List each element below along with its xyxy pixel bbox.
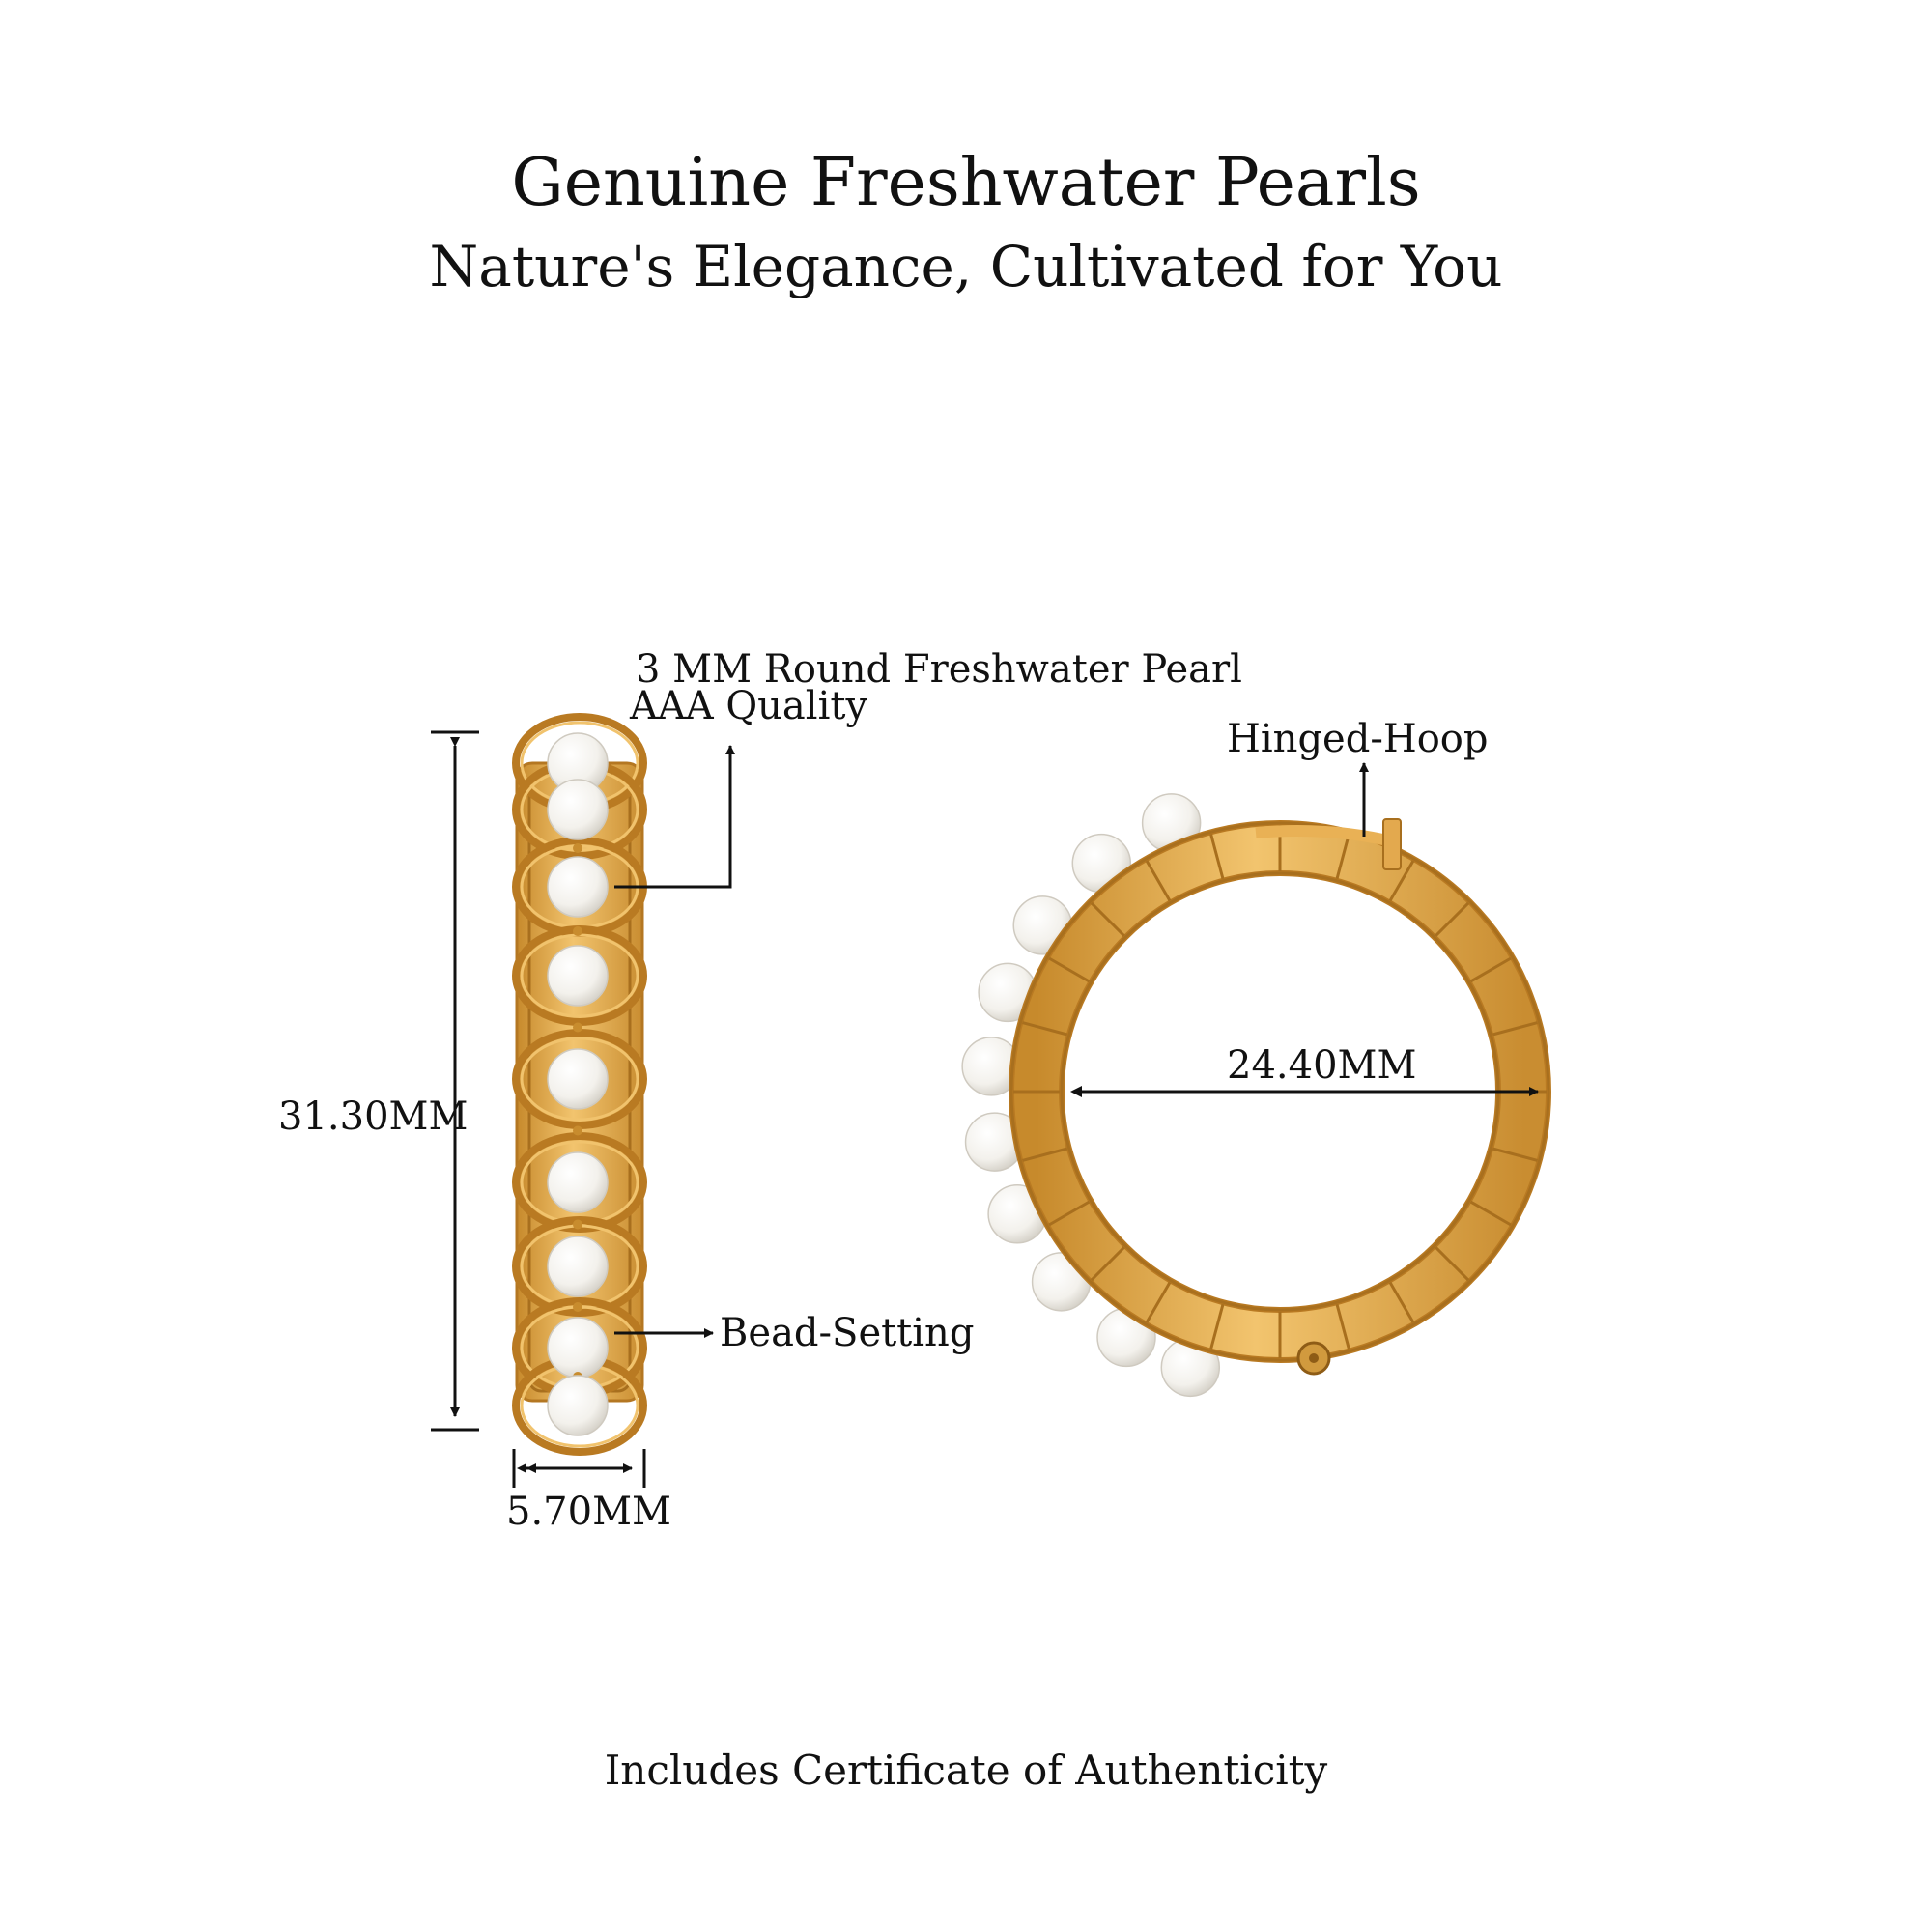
pearl-leader	[614, 745, 735, 889]
side-pearl	[547, 856, 609, 918]
bead-setting-label: Bead-Setting	[720, 1311, 975, 1355]
hoop-segment	[1469, 956, 1512, 983]
hoop-segment	[1090, 1246, 1125, 1282]
hoop-segment	[1435, 1246, 1470, 1282]
setting-bead	[573, 1125, 582, 1136]
diameter-label: 24.40MM	[1227, 1043, 1417, 1088]
setting-bead	[573, 1302, 582, 1312]
side-pearl	[547, 779, 609, 840]
earring-side-view	[512, 713, 647, 1456]
side-pearls	[547, 732, 609, 1436]
hoop-segment	[1388, 1281, 1415, 1323]
hoop-segment	[1469, 1200, 1512, 1227]
side-link	[512, 1029, 647, 1129]
hoop-segment	[1492, 1147, 1538, 1162]
earring-front-view	[961, 793, 1551, 1398]
height-label: 31.30MM	[278, 1094, 469, 1139]
side-pearl	[547, 945, 609, 1007]
pearl-quality-label: AAA Quality	[630, 684, 868, 728]
side-pearl	[547, 1236, 609, 1297]
width-dimension	[512, 1449, 646, 1488]
certificate-note: Includes Certificate of Authenticity	[604, 1747, 1328, 1794]
hoop-segment	[1048, 1200, 1091, 1227]
side-pearl	[547, 1048, 609, 1110]
hinge-clasp	[1382, 818, 1402, 870]
hoop-segment	[1022, 1147, 1068, 1162]
hoop-segment	[1492, 1021, 1538, 1037]
setting-bead	[573, 1022, 582, 1033]
page-subtitle: Nature's Elegance, Cultivated for You	[429, 234, 1503, 299]
hoop-segments	[1013, 825, 1547, 1358]
setting-bead	[573, 1219, 582, 1230]
diameter-dimension	[1070, 1086, 1539, 1097]
page-title: Genuine Freshwater Pearls	[511, 145, 1421, 221]
hoop-segment	[1090, 901, 1125, 937]
hoop-segment	[1209, 834, 1225, 880]
hinged-hoop-label: Hinged-Hoop	[1227, 717, 1489, 761]
side-pearl	[547, 1375, 609, 1436]
hoop-segment	[1335, 834, 1350, 880]
hoop-segment	[1435, 901, 1470, 937]
setting-bead	[573, 926, 582, 936]
hoop-segment	[1335, 1303, 1350, 1350]
pearl-spec-label: 3 MM Round Freshwater Pearl	[636, 647, 1242, 692]
side-pearl	[547, 1151, 609, 1213]
hoop-segment	[1022, 1021, 1068, 1037]
hoop-segment	[1145, 860, 1172, 902]
hoop-segment	[1388, 860, 1415, 902]
setting-bead	[573, 843, 582, 853]
hinge-wire	[1255, 824, 1398, 848]
height-dimension	[431, 730, 479, 1432]
hoop-segment	[1145, 1281, 1172, 1323]
hoop-segment	[1209, 1303, 1225, 1350]
hoop-segment	[1048, 956, 1091, 983]
width-label: 5.70MM	[506, 1490, 671, 1534]
side-pearl	[547, 1317, 609, 1378]
